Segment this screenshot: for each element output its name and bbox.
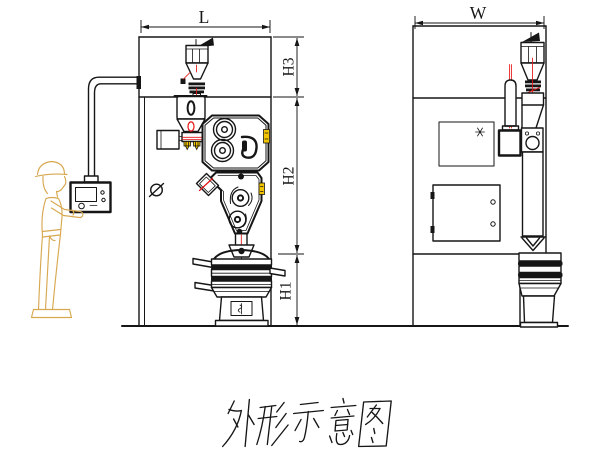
scraper-hook: [240, 135, 258, 159]
sieve-motor-badge: [230, 301, 253, 316]
access-door[interactable]: [432, 184, 501, 242]
dimension-heights: H3 H2 H1: [273, 36, 304, 325]
vacuum-feeder-front: [180, 37, 214, 98]
caption-strokes: [221, 397, 392, 448]
door-knob[interactable]: [490, 199, 496, 205]
vent-mark-icon: [475, 127, 485, 137]
dimension-label-H2: H2: [280, 167, 297, 186]
granulator: [195, 171, 265, 249]
dimension-label-H1: H1: [277, 282, 294, 301]
door-knob[interactable]: [490, 221, 496, 227]
feed-motor: [156, 129, 180, 150]
side-chute: [195, 172, 220, 197]
discharge-duct: [521, 151, 544, 237]
level-indicator-icon: [263, 129, 270, 144]
feeder-flag-icon: [522, 32, 540, 42]
dimension-length: L: [140, 7, 271, 33]
caption-char-tu: [357, 400, 392, 448]
roller-press: [201, 114, 270, 172]
vacuum-feeder-side: [520, 32, 546, 252]
granulator-rotor-icon: [228, 210, 247, 229]
vibrating-sieve-front: [192, 244, 286, 327]
control-pendant: [69, 76, 140, 214]
control-panel[interactable]: [69, 181, 112, 214]
inspection-window: [438, 121, 495, 167]
cabinet-side: [412, 25, 547, 327]
dimension-label-W: W: [470, 3, 487, 23]
caption-char-yi: [328, 397, 357, 446]
panel-button[interactable]: [101, 197, 106, 203]
dimension-label-L: L: [199, 7, 210, 27]
granulator-rotor-icon: [229, 186, 253, 207]
caption-char-wai: [221, 398, 255, 448]
door-lock-icon: [149, 183, 163, 197]
sight-glass-icon: [186, 100, 196, 116]
vibrating-sieve-side: [518, 252, 563, 328]
front-view: [30, 36, 286, 327]
dimension-width: W: [414, 3, 545, 29]
panel-screen: [75, 187, 97, 202]
junction-box: [497, 129, 522, 157]
side-view: [412, 25, 563, 328]
sieve-handle: [192, 257, 214, 269]
caption-char-xing: [256, 401, 289, 447]
panel-knob[interactable]: [78, 202, 85, 210]
lance-tube: [497, 64, 522, 157]
feed-hopper: [173, 95, 208, 133]
upper-roller-icon: [212, 117, 237, 142]
hinge-icon: [430, 192, 435, 199]
panel-button[interactable]: [100, 190, 105, 195]
hinge-icon: [430, 226, 435, 233]
sieve-handle: [269, 267, 286, 277]
dimension-label-H3: H3: [280, 57, 297, 76]
lower-roller-icon: [210, 138, 235, 163]
operator-figure: [30, 160, 84, 319]
caption-char-shi: [292, 401, 325, 443]
hard-hat-icon: [36, 160, 66, 176]
discharge-clamp: [520, 127, 544, 153]
pipe-junction: [136, 76, 141, 89]
